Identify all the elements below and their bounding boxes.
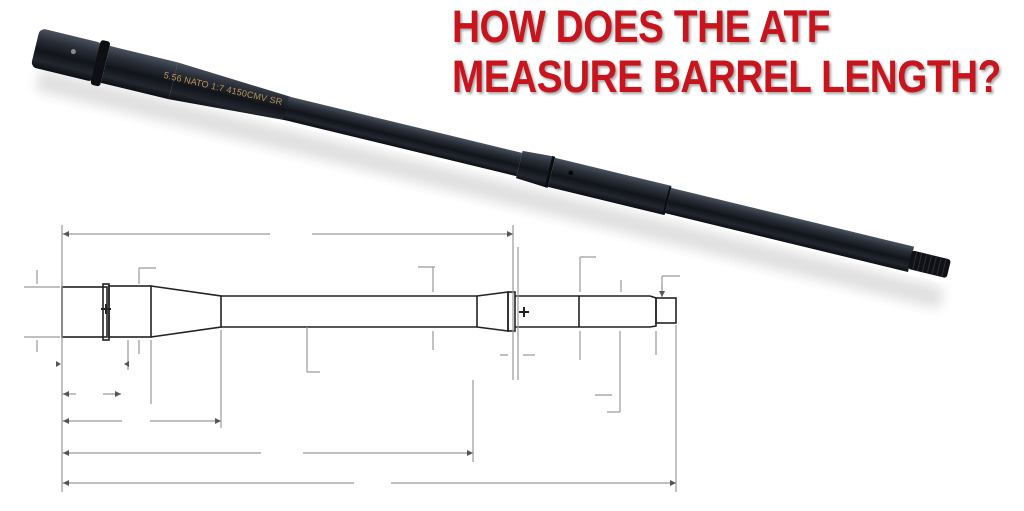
- headline-line-1: HOW DOES THE ATF: [452, 1, 830, 52]
- headline: HOW DOES THE ATF MEASURE BARREL LENGTH?: [452, 1, 1001, 102]
- gas-port: [568, 170, 574, 176]
- dimension-lines: [24, 225, 680, 492]
- center-marks: [101, 304, 529, 317]
- barrel-photo: [31, 29, 951, 310]
- headline-line-2: MEASURE BARREL LENGTH?: [452, 51, 1001, 102]
- barrel-extension: [31, 29, 102, 81]
- blueprint-drawing: [61, 283, 677, 341]
- dimension-arrows: [44, 231, 676, 486]
